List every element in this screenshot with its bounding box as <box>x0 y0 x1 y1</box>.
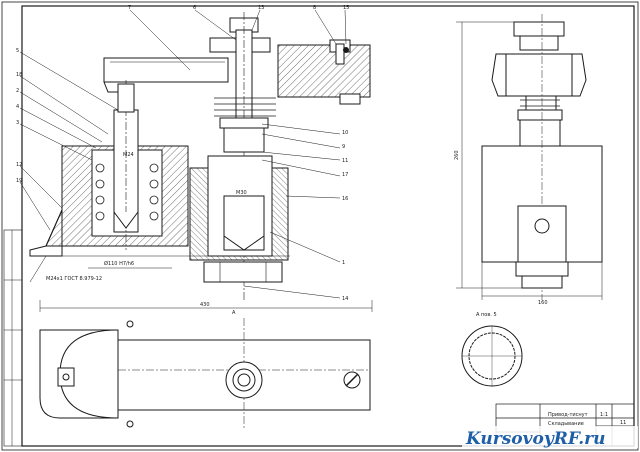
callout-12: 12 <box>16 162 22 168</box>
watermark-tld-text: .ru <box>578 429 605 449</box>
side-view-labels: 260 160 <box>454 150 548 306</box>
callout-19: 19 <box>16 178 22 184</box>
thread-note-label: М24x1 ГОСТ 8.979-12 <box>46 276 102 282</box>
callout-leaders <box>19 9 347 299</box>
callout-14: 14 <box>342 296 348 302</box>
callout-15: 15 <box>343 5 349 11</box>
callout-13: 13 <box>258 5 264 11</box>
callout-3: 3 <box>16 120 19 126</box>
callout-6: 6 <box>193 5 196 11</box>
width-dim-label: 430 <box>200 302 210 308</box>
callout-labels: 7 6 13 8 15 5 18 2 4 3 12 19 10 9 11 17 … <box>16 5 349 302</box>
plan-view <box>39 318 371 430</box>
callout-17: 17 <box>342 172 348 178</box>
callout-10: 10 <box>342 130 348 136</box>
bore-fit-label: Ø110 H7/h6 <box>104 260 134 267</box>
watermark-backdrop <box>462 426 638 448</box>
height-dim-label: 260 <box>454 150 460 160</box>
callout-7: 7 <box>128 5 131 11</box>
watermark-main-text: KursovoyRF <box>465 429 582 449</box>
callout-1: 1 <box>342 260 345 266</box>
view-a-rotated-label: А пов. 5 <box>476 312 497 318</box>
dimension-labels: М24 М30 Ø110 H7/h6 М24x1 ГОСТ 8.979-12 4… <box>46 152 247 316</box>
callout-18: 18 <box>16 72 22 78</box>
thread-m24-label: М24 <box>123 152 134 158</box>
callout-2: 2 <box>16 88 19 94</box>
side-view-dimensions <box>456 21 603 300</box>
callout-9: 9 <box>342 144 345 150</box>
callout-11: 11 <box>342 158 348 164</box>
drawing-scale: 1:1 <box>600 412 608 418</box>
base-dim-label: 160 <box>538 300 548 306</box>
thread-m30-label: М30 <box>236 190 247 196</box>
drawing-title-line2: Складывание <box>548 421 584 427</box>
dimension-lines <box>29 255 373 312</box>
site-watermark: KursovoyRF.ru <box>465 429 605 449</box>
main-section-view <box>29 12 371 300</box>
view-a-marker: А <box>232 310 236 316</box>
side-view <box>481 14 603 300</box>
callout-4: 4 <box>16 104 19 110</box>
drawing-title-line1: Привод-тиснут <box>548 412 588 418</box>
callout-16: 16 <box>342 196 348 202</box>
sheet-count: 11 <box>620 420 626 426</box>
view-a <box>461 325 523 387</box>
title-block-text: Привод-тиснут Складывание 11 1:1 <box>548 412 626 427</box>
callout-8: 8 <box>313 5 316 11</box>
callout-5: 5 <box>16 48 19 54</box>
